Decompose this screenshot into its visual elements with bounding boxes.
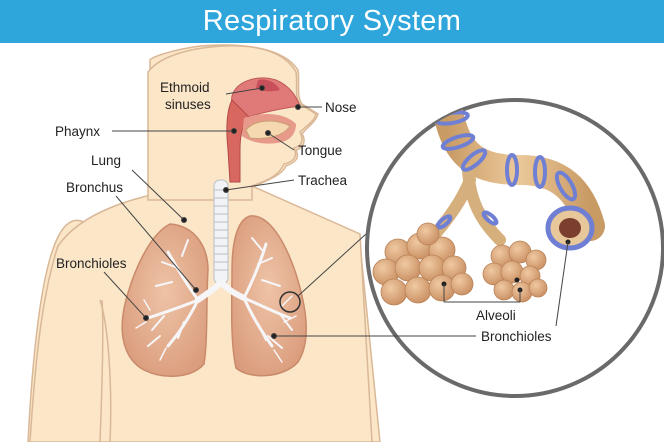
bronchial-tree: [135, 237, 297, 363]
label-trachea: Trachea: [298, 173, 348, 188]
label-bronchioles-left: Bronchioles: [56, 256, 127, 271]
zoom-content: [372, 100, 605, 306]
label-ethmoid-1: Ethmoid: [160, 80, 210, 95]
page-title: Respiratory System: [202, 5, 462, 37]
trachea-rings: [214, 189, 228, 271]
tongue-shape: [245, 120, 291, 139]
magnify-target: [279, 291, 301, 313]
label-tongue: Tongue: [298, 143, 342, 158]
label-alveoli: Alveoli: [476, 308, 516, 323]
alveoli-right-cluster: [482, 240, 548, 303]
label-lung: Lung: [91, 153, 121, 168]
leader-lines: [103, 85, 569, 339]
right-arm: [99, 299, 112, 442]
magnify-connector-top: [297, 233, 367, 297]
label-bronchus: Bronchus: [66, 180, 123, 195]
left-lung: [121, 223, 209, 377]
label-nose: Nose: [325, 100, 357, 115]
label-bronchioles-right: Bronchioles: [481, 329, 552, 344]
alveoli-left-cluster: [372, 222, 474, 306]
title-banner: Respiratory System: [0, 0, 664, 43]
label-pharynx: Phaynx: [55, 124, 100, 139]
trachea-tube: [213, 179, 229, 285]
label-ethmoid-2: sinuses: [165, 97, 211, 112]
